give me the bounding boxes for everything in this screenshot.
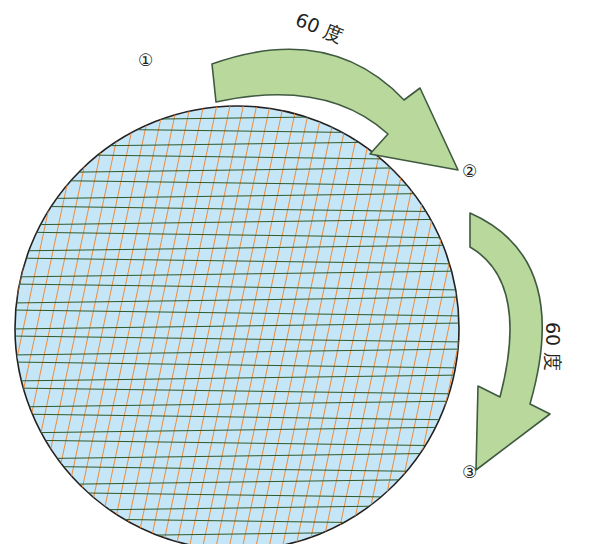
callout-number: ① — [138, 52, 153, 69]
scratch-line — [10, 167, 465, 173]
scratch-line — [10, 245, 465, 251]
scratch-line — [207, 79, 315, 544]
scratch-line — [10, 427, 465, 433]
scratch-line — [360, 111, 468, 544]
scratch-line — [10, 453, 465, 459]
scratch-line — [10, 518, 465, 524]
angle-label: 60 度 — [543, 322, 562, 371]
scratch-line — [10, 440, 465, 446]
scratch-line — [144, 65, 252, 544]
scratch-line — [10, 349, 465, 355]
scratch-line — [398, 119, 506, 544]
scratch-line — [385, 117, 493, 544]
scratch-line — [10, 336, 465, 342]
scratch-lines — [0, 28, 506, 544]
scratch-line — [29, 41, 137, 544]
rotation-arrow — [212, 49, 458, 170]
scratch-line — [10, 284, 465, 290]
scratch-line — [55, 46, 163, 544]
scratch-line — [17, 38, 125, 544]
scratch-line — [10, 414, 465, 420]
scratch-line — [4, 36, 112, 544]
callout-number: ③ — [462, 464, 477, 481]
scratch-line — [131, 63, 239, 544]
scratch-line — [10, 258, 465, 264]
scratch-line — [10, 206, 465, 212]
scratch-line — [10, 466, 465, 472]
scratch-line — [10, 401, 465, 407]
scratch-line — [169, 71, 277, 544]
scratch-line — [80, 52, 188, 544]
scratch-line — [373, 114, 481, 544]
scratch-line — [10, 323, 465, 329]
scratch-line — [10, 193, 465, 199]
scratch-line — [42, 44, 150, 544]
scratch-line — [271, 92, 379, 544]
scratch-line — [10, 492, 465, 498]
scratch-line — [0, 28, 74, 537]
scratch-line — [157, 68, 265, 544]
scratch-line — [10, 310, 465, 316]
scratch-line — [10, 375, 465, 381]
scratch-line — [10, 388, 465, 394]
scratch-line — [10, 531, 465, 537]
scratch-line — [10, 297, 465, 303]
scratch-line — [10, 505, 465, 511]
angle-label: 60 度 — [293, 10, 346, 46]
scratch-line — [0, 33, 99, 542]
scratch-line — [68, 49, 176, 544]
scratch-line — [10, 232, 465, 238]
rotation-arrow — [470, 213, 550, 470]
scratch-line — [195, 76, 303, 544]
scratch-line — [10, 479, 465, 485]
scratch-line — [93, 55, 201, 544]
scratch-line — [10, 271, 465, 277]
scratch-line — [118, 60, 226, 544]
scratch-line — [347, 109, 455, 544]
scratch-line — [10, 219, 465, 225]
callout-number: ② — [462, 163, 477, 180]
scratch-line — [10, 180, 465, 186]
scratch-line — [10, 362, 465, 368]
